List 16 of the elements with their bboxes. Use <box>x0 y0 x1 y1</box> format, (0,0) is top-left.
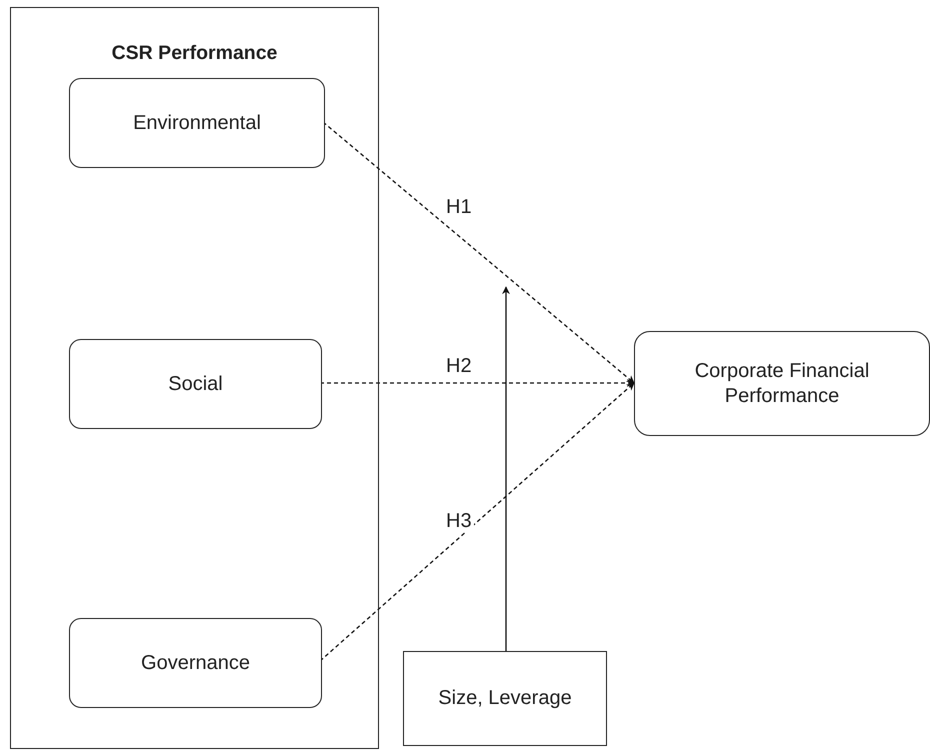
control-box <box>403 651 607 746</box>
node-label: Social <box>168 372 223 396</box>
node-label: Environmental <box>133 110 261 136</box>
category-box <box>69 618 322 708</box>
node-label: Size, Leverage <box>438 686 572 711</box>
group-title: CSR Performance <box>110 41 278 66</box>
dashed-arrow <box>320 382 635 662</box>
dashed-arrow <box>322 122 635 384</box>
dashed-arrow <box>320 379 635 387</box>
node-label: Corporate Financial Performance <box>694 358 870 408</box>
node-label: Governance <box>141 650 250 676</box>
category-box <box>69 78 325 168</box>
category-box <box>69 339 322 429</box>
outcome-box <box>634 331 930 436</box>
arrow <box>502 286 510 651</box>
group-container <box>10 7 379 749</box>
